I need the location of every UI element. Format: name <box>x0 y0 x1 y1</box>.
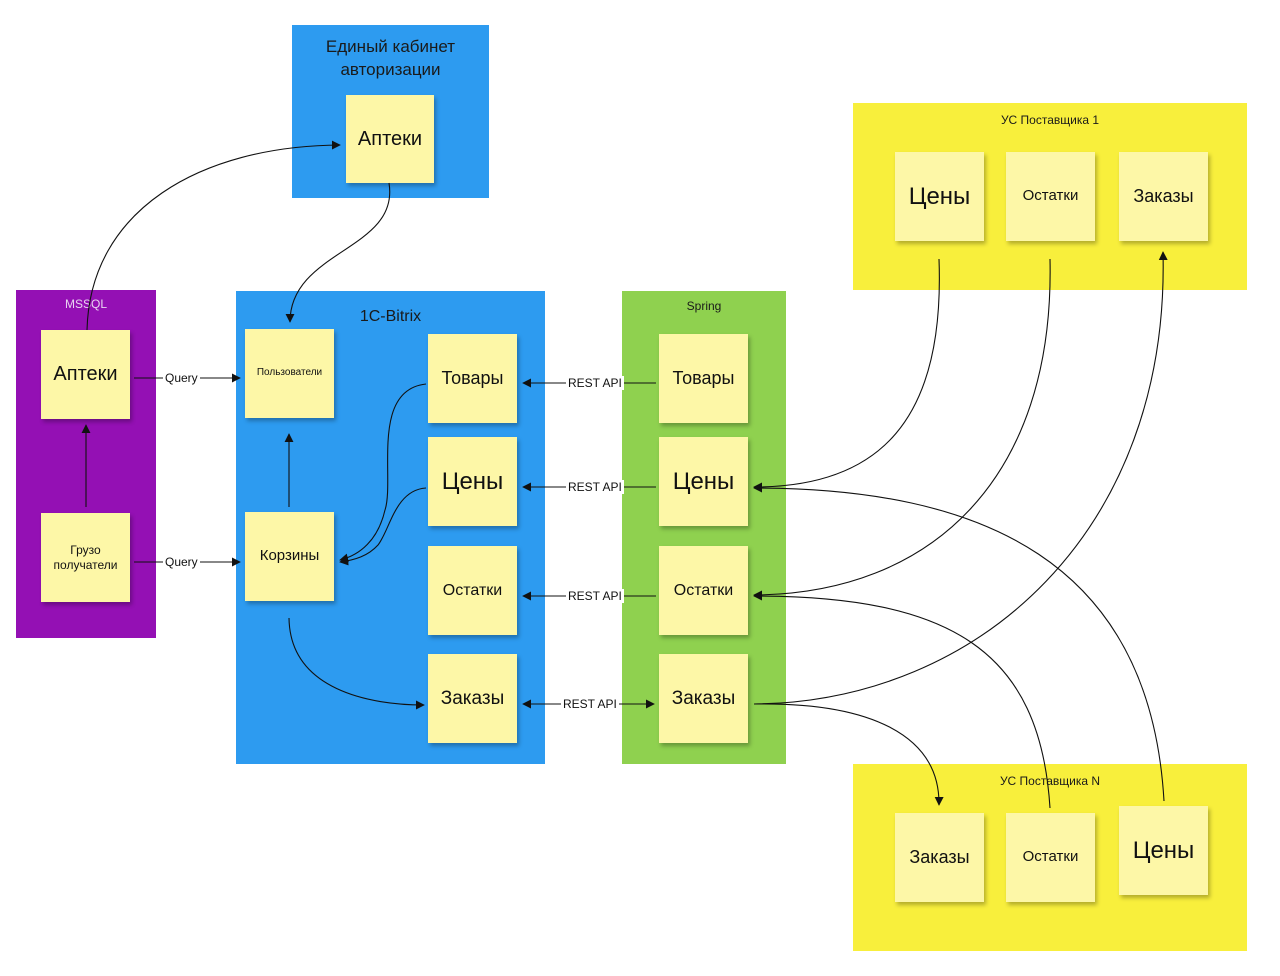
bitrix-frame-title: 1C-Bitrix <box>359 308 422 325</box>
note-spring-orders[interactable]: Заказы <box>659 654 748 743</box>
note-spring-goods[interactable]: Товары <box>659 334 748 423</box>
note-supplierN-orders[interactable]: Заказы <box>895 813 984 902</box>
note-spring-prices[interactable]: Цены <box>659 437 748 526</box>
edge-s1-prices-to-spring <box>753 258 940 492</box>
note-bitrix-users[interactable]: Пользователи <box>245 329 334 418</box>
note-mssql-consignees[interactable]: Грузо получатели <box>41 513 130 602</box>
note-supplier1-stock[interactable]: Остатки <box>1006 152 1095 241</box>
query-label-2: Query <box>163 555 200 569</box>
edge-mssql-to-auth <box>86 140 341 331</box>
note-mssql-pharmacies[interactable]: Аптеки <box>41 330 130 419</box>
note-bitrix-goods[interactable]: Товары <box>428 334 517 423</box>
mssql-frame-title: MSSQL <box>64 297 107 311</box>
edge-carts-to-orders <box>288 617 425 710</box>
supplierN-frame-title: УС Поставщика N <box>999 774 1101 788</box>
edge-prices-to-carts <box>339 487 427 566</box>
edge-spring-orders-to-sn <box>753 703 944 806</box>
note-supplierN-prices[interactable]: Цены <box>1119 806 1208 895</box>
note-supplier1-orders[interactable]: Заказы <box>1119 152 1208 241</box>
edge-s1-stock-to-spring <box>753 258 1051 600</box>
query-label-1: Query <box>163 371 200 385</box>
note-supplierN-stock[interactable]: Остатки <box>1006 813 1095 902</box>
rest-label-stock: REST API <box>566 589 624 603</box>
rest-label-orders: REST API <box>561 697 619 711</box>
note-auth-pharmacies[interactable]: Аптеки <box>346 95 434 183</box>
rest-label-goods: REST API <box>566 376 624 390</box>
rest-label-prices: REST API <box>566 480 624 494</box>
edge-spring-orders-to-s1 <box>753 251 1168 705</box>
edge-auth-to-users <box>285 182 391 323</box>
note-bitrix-stock[interactable]: Остатки <box>428 546 517 635</box>
note-bitrix-prices[interactable]: Цены <box>428 437 517 526</box>
auth-frame-title: Единый кабинет авторизации <box>325 37 456 79</box>
supplier1-frame-title: УС Поставщика 1 <box>1000 113 1100 127</box>
note-supplier1-prices[interactable]: Цены <box>895 152 984 241</box>
edge-goods-to-carts <box>339 383 427 563</box>
edge-sn-prices-to-spring <box>753 483 1165 802</box>
note-bitrix-carts[interactable]: Корзины <box>245 512 334 601</box>
edge-sn-stock-to-spring <box>753 591 1051 809</box>
note-spring-stock[interactable]: Остатки <box>659 546 748 635</box>
spring-frame-title: Spring <box>686 299 722 313</box>
note-bitrix-orders[interactable]: Заказы <box>428 654 517 743</box>
